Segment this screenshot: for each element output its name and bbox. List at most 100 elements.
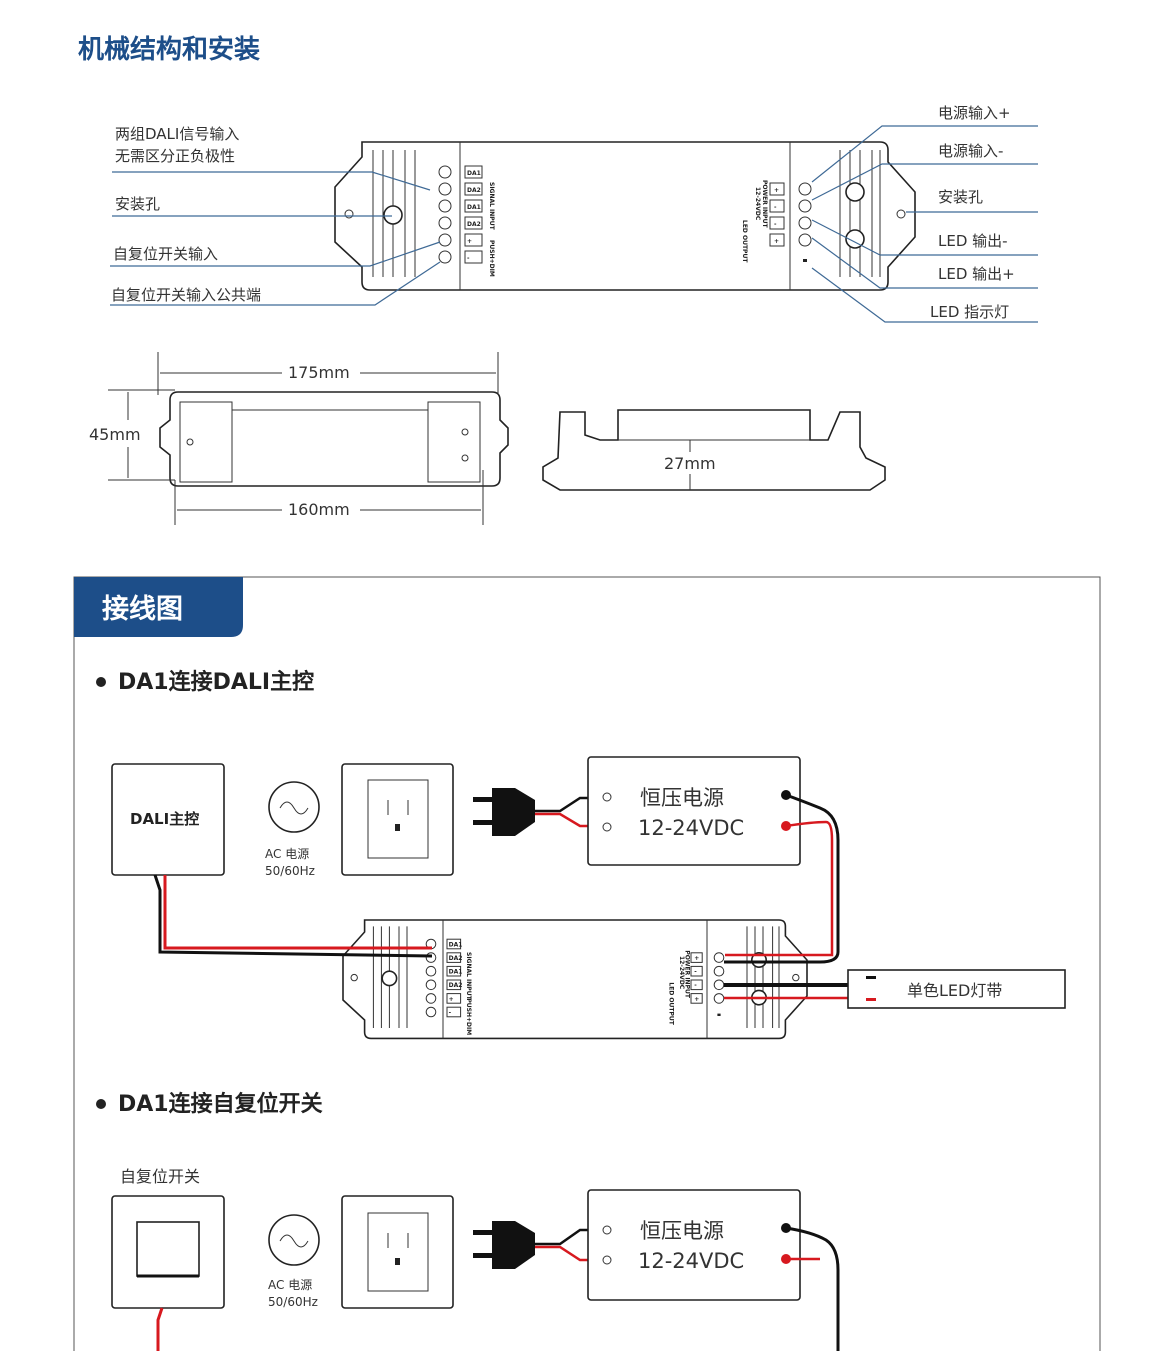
mount-hole: [344, 209, 354, 219]
led-indicator: [717, 1013, 721, 1016]
dimension-hole-spacing: 160mm: [288, 500, 350, 519]
dali-controller-label: DALI主控: [130, 810, 199, 828]
callout-power-plus: 电源输入+: [938, 104, 1011, 122]
mount-hole: [896, 209, 906, 219]
terminal-screw: [798, 233, 812, 247]
terminal-label: -: [694, 982, 697, 989]
terminal-screw: [438, 199, 452, 213]
terminal-label: +: [774, 238, 779, 245]
mount-hole: [350, 973, 358, 982]
terminal-screw: [425, 965, 437, 977]
terminal-screw: [798, 216, 812, 230]
terminal-label: DA2: [449, 955, 463, 962]
ac-source-icon: [268, 781, 320, 833]
terminal-label-box: [690, 979, 703, 991]
callout-push-input: 自复位开关输入: [113, 245, 218, 263]
power-plug-icon: [473, 788, 600, 836]
terminal-label: -: [694, 969, 697, 976]
wall-outlet-icon: [341, 1195, 454, 1309]
power-voltage-label: 12-24VDC: [678, 956, 685, 990]
terminal-label-box: [464, 250, 483, 264]
dimension-side-view: 27mm: [542, 409, 886, 491]
ac-label: AC 电源: [265, 847, 309, 861]
callout-led-minus: LED 输出-: [938, 232, 1008, 250]
led-strip: [847, 969, 1066, 1009]
terminal-label-box: [690, 965, 703, 977]
leader-line: [811, 219, 1038, 256]
terminal-label: +: [694, 955, 699, 962]
wire: [156, 1307, 164, 1351]
terminal-screw: [425, 979, 437, 991]
callout-mount-hole-left: 安装孔: [115, 195, 160, 213]
terminal-label: DA1: [449, 969, 463, 976]
terminal-label: +: [449, 996, 454, 1003]
terminal-screw: [713, 952, 725, 963]
terminal-screw: [713, 993, 725, 1004]
terminal-screw: [713, 965, 725, 977]
psu-box: [587, 1189, 840, 1351]
ac-label: AC 电源: [268, 1278, 312, 1292]
leader-line: [811, 267, 1038, 323]
ac-frequency: 50/60Hz: [265, 864, 315, 878]
wiring-tab: [74, 577, 243, 637]
dimension-top-view: 175mm 45mm 160mm: [89, 352, 509, 525]
terminal-label: -: [449, 1009, 452, 1016]
diagram2-heading: DA1连接自复位开关: [118, 1091, 323, 1117]
terminal-screw: [425, 1006, 437, 1018]
signal-input-label: SIGNAL INPUT: [488, 182, 495, 231]
power-input-label: POWER INPUT: [683, 950, 690, 998]
terminal-label: DA2: [467, 221, 481, 228]
terminal-label-box: [464, 216, 483, 230]
callout-led-indicator: LED 指示灯: [930, 303, 1009, 321]
terminal-label-box: [464, 233, 483, 247]
terminal-label-box: [446, 1006, 462, 1018]
psu-box: [587, 756, 801, 866]
terminal-label-box: [769, 182, 785, 196]
terminal-label: DA2: [467, 187, 481, 194]
screw: [383, 205, 403, 225]
terminal-label-box: [464, 199, 483, 213]
terminal-screw: [438, 165, 452, 179]
terminal-label-box: [446, 979, 462, 991]
terminal-label: DA1: [449, 941, 463, 948]
mount-hole: [792, 973, 800, 982]
dali-controller-box: [111, 763, 225, 876]
terminal-label-box: [464, 182, 483, 196]
leader-line: [811, 163, 1038, 201]
terminal-screw: [425, 952, 437, 963]
wiring-section-frame: [73, 576, 1101, 1351]
callout-led-plus: LED 输出+: [938, 265, 1015, 283]
psu-title: 恒压电源: [640, 1219, 724, 1243]
leader-line: [811, 237, 1038, 289]
terminal-label-box: [769, 199, 785, 213]
callout-power-minus: 电源输入-: [938, 142, 1003, 160]
terminal-screw: [798, 199, 812, 213]
screw: [845, 229, 865, 249]
callout-dali-input: 两组DALI信号输入: [115, 125, 239, 143]
right-callouts: 电源输入+ 电源输入- 安装孔 LED 输出- LED 输出+ LED 指示灯: [811, 104, 1038, 323]
terminal-label-box: [446, 993, 462, 1004]
terminal-label-box: [446, 938, 462, 950]
terminal-screw: [438, 216, 452, 230]
led-output-label: LED OUTPUT: [667, 982, 674, 1025]
bullet-icon: [96, 677, 106, 687]
terminal-label-box: [464, 165, 483, 179]
callout-mount-hole-right: 安装孔: [938, 188, 983, 206]
terminal-label: +: [694, 996, 699, 1003]
leader-line: [110, 241, 441, 267]
callout-push-common: 自复位开关输入公共端: [111, 286, 261, 304]
terminal-label: -: [774, 204, 777, 211]
leader-line: [112, 171, 431, 191]
wires: [153, 793, 850, 1000]
device-housing: [342, 919, 808, 1040]
terminal-screw: [438, 250, 452, 264]
terminal-label: +: [774, 187, 779, 194]
terminal-label: -: [774, 221, 777, 228]
dimension-height: 45mm: [89, 425, 141, 444]
ac-frequency: 50/60Hz: [268, 1295, 318, 1309]
terminal-label-box: [769, 233, 785, 247]
led-output-label: LED OUTPUT: [741, 220, 748, 263]
ac-source-icon: [268, 1214, 320, 1266]
